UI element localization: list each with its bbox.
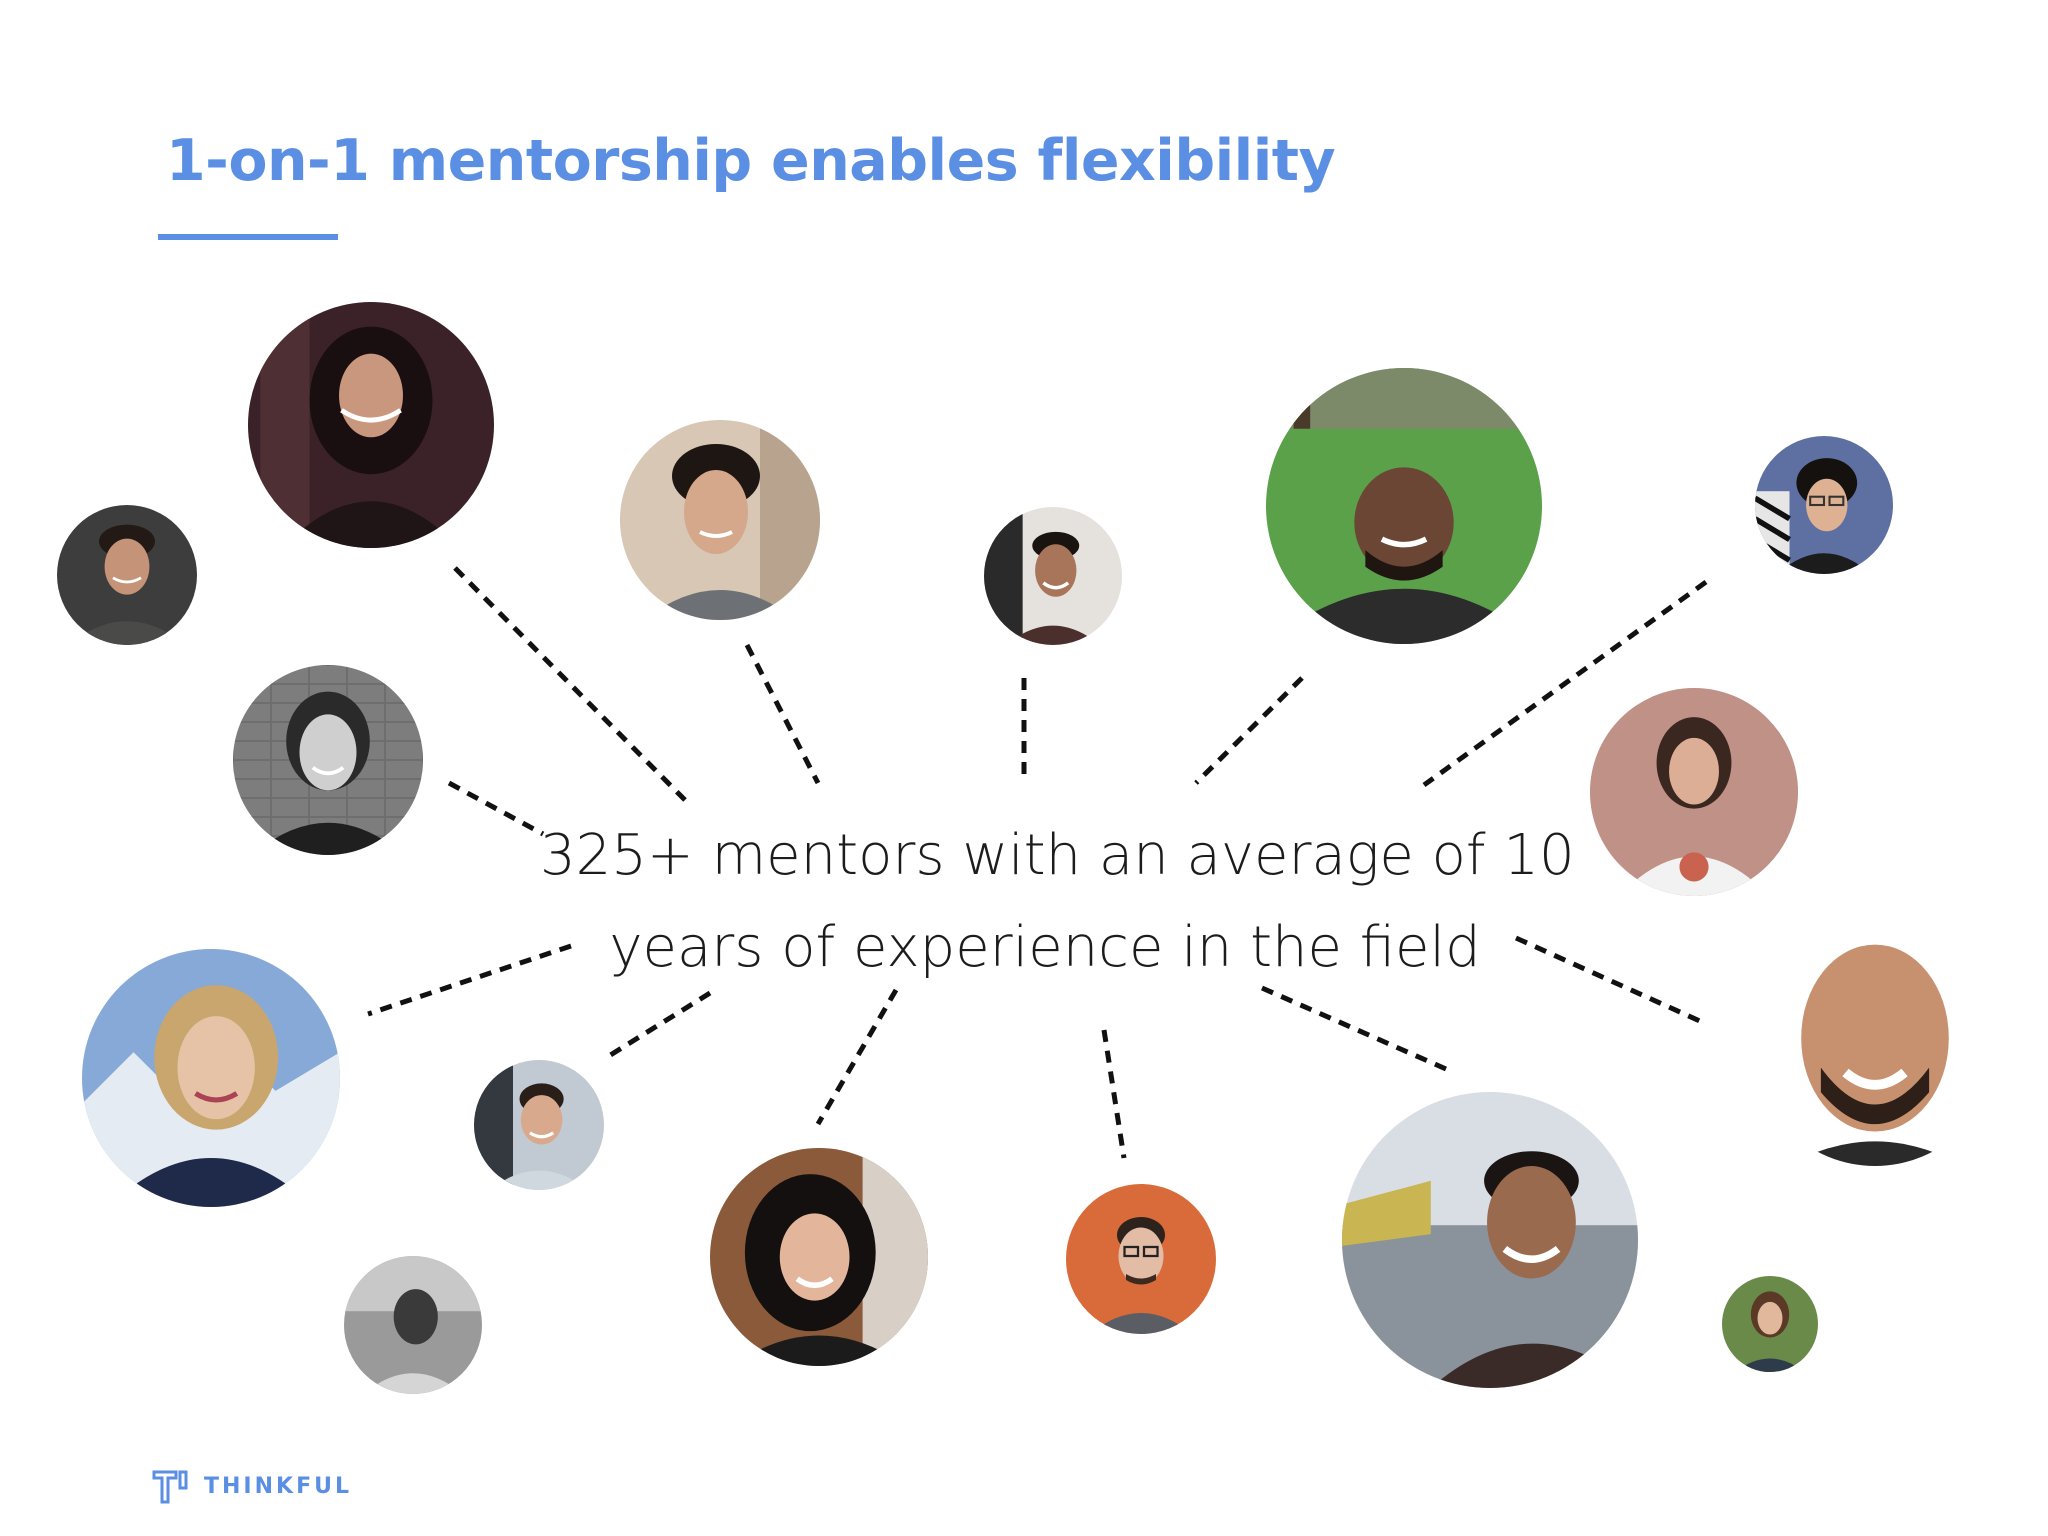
mentor-stat-line-1: 325+ mentors with an average of 10 (540, 823, 1575, 888)
connector-line (453, 566, 687, 802)
connector-line (1260, 985, 1448, 1072)
mentor-photo (620, 420, 820, 620)
mentor-avatar (1755, 436, 1893, 574)
thinkful-logo-icon (152, 1470, 188, 1504)
mentor-avatar (248, 302, 494, 548)
mentor-avatar (474, 1060, 604, 1190)
connector-line (1422, 579, 1708, 788)
connector-line (602, 990, 712, 1062)
mentor-photo (248, 302, 494, 548)
mentor-photo (1755, 436, 1893, 574)
connector-line (1514, 935, 1704, 1025)
mentor-avatar (82, 949, 340, 1207)
mentor-avatar (1590, 688, 1798, 896)
mentor-avatar (710, 1148, 928, 1366)
mentor-photo (82, 949, 340, 1207)
mentor-photo (1722, 1276, 1818, 1372)
title-underline (158, 234, 338, 240)
thinkful-logo-text: THINKFUL (204, 1473, 352, 1499)
connector-line (367, 943, 572, 1017)
mentor-photo (1342, 1092, 1638, 1388)
mentor-stat-line-2: years of experience in the field (609, 915, 1481, 980)
connector-line (447, 780, 545, 837)
slide-title: 1-on-1 mentorship enables flexibility (166, 128, 1336, 194)
mentor-photo (474, 1060, 604, 1190)
mentor-avatar (233, 665, 423, 855)
mentor-photo (984, 507, 1122, 645)
thinkful-logo: THINKFUL (150, 1466, 352, 1506)
connector-line (815, 988, 899, 1126)
connector-line (744, 643, 821, 785)
mentor-stat-text: 325+ mentors with an average of 10 years… (540, 810, 1575, 994)
mentor-photo (1066, 1184, 1216, 1334)
mentor-photo (57, 505, 197, 645)
mentor-avatar (344, 1256, 482, 1394)
mentor-photo (710, 1148, 928, 1366)
mentor-avatar (620, 420, 820, 620)
mentor-photo (233, 665, 423, 855)
mentor-photo (1266, 368, 1542, 644)
mentor-photo (344, 1256, 482, 1394)
mentor-avatar (984, 507, 1122, 645)
mentor-photo (1752, 920, 1998, 1166)
mentor-avatar (1722, 1276, 1818, 1372)
connector-line (1101, 1029, 1127, 1159)
mentor-avatar (1752, 920, 1998, 1166)
mentor-photo (1590, 688, 1798, 896)
mentor-avatar (1342, 1092, 1638, 1388)
mentor-avatar (57, 505, 197, 645)
mentor-avatar (1066, 1184, 1216, 1334)
connector-line (1194, 676, 1304, 785)
mentor-avatar (1266, 368, 1542, 644)
